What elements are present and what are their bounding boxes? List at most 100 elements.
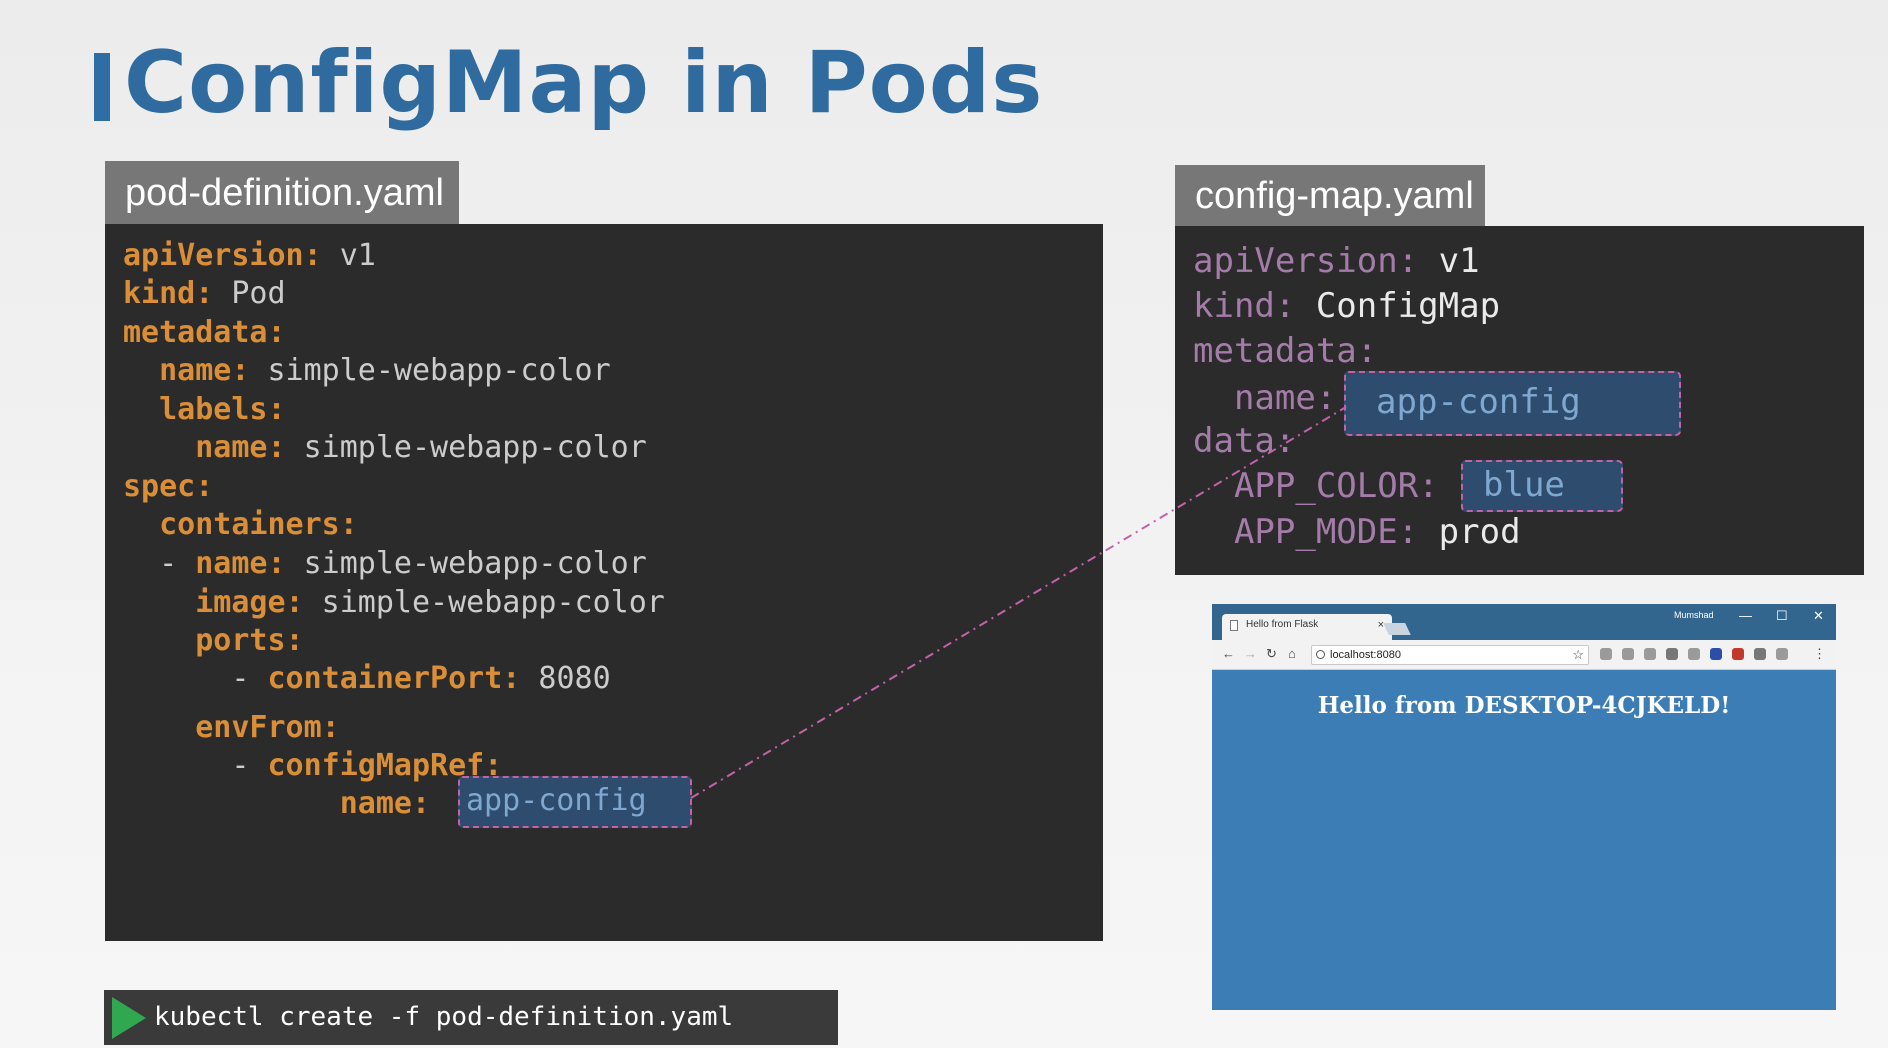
star-icon[interactable]: ☆ xyxy=(1572,647,1584,662)
menu-icon[interactable]: ⋮ xyxy=(1813,646,1826,661)
pocket-icon[interactable] xyxy=(1732,648,1744,660)
code-value: simple-webapp-color xyxy=(285,546,647,581)
code-line: APP_COLOR: xyxy=(1193,464,1439,508)
code-key: ports: xyxy=(195,623,304,658)
code-indent xyxy=(1193,466,1234,506)
browser-user-name[interactable]: Mumshad xyxy=(1674,610,1714,620)
code-line: name: xyxy=(1193,376,1336,420)
code-key: image: xyxy=(195,585,304,620)
square-icon[interactable] xyxy=(1754,648,1766,660)
code-indent: - xyxy=(123,546,196,581)
code-line: image: simple-webapp-color xyxy=(123,584,665,622)
circle-icon[interactable] xyxy=(1622,648,1634,660)
configmap-name-highlight: app-config xyxy=(1344,371,1681,436)
code-key: name: xyxy=(195,430,286,465)
bookmark-icon[interactable] xyxy=(1710,648,1722,660)
config-map-tab: config-map.yaml xyxy=(1175,165,1485,227)
new-tab-button[interactable] xyxy=(1383,623,1411,635)
browser-tab[interactable]: Hello from Flask × xyxy=(1222,614,1392,640)
code-indent xyxy=(123,353,159,388)
info-icon[interactable] xyxy=(1316,650,1325,659)
address-bar[interactable]: localhost:8080 ☆ xyxy=(1311,645,1589,665)
code-value: v1 xyxy=(321,238,376,273)
app-color-highlight: blue xyxy=(1461,460,1623,512)
code-key: APP_MODE: xyxy=(1233,512,1419,552)
code-key: envFrom: xyxy=(195,710,340,745)
tab-close-icon[interactable]: × xyxy=(1377,619,1384,631)
configmap-name-value: app-config xyxy=(1376,382,1581,422)
back-icon[interactable]: ← xyxy=(1222,646,1235,661)
code-indent xyxy=(123,786,340,821)
code-value: prod xyxy=(1418,512,1521,552)
code-indent xyxy=(123,710,195,745)
browser-window: Hello from Flask × Mumshad — ☐ ✕ ← → ↻ ⌂… xyxy=(1212,604,1836,1010)
shield-icon[interactable] xyxy=(1600,648,1612,660)
code-key: metadata: xyxy=(1193,331,1378,371)
config-map-filename: config-map.yaml xyxy=(1195,175,1474,217)
code-line: - name: simple-webapp-color xyxy=(123,545,647,583)
code-line: containers: xyxy=(123,506,358,544)
code-key: name: xyxy=(1233,378,1337,418)
cast-icon[interactable] xyxy=(1776,648,1788,660)
code-line: kind: ConfigMap xyxy=(1193,284,1500,328)
browser-tab-title: Hello from Flask xyxy=(1246,619,1319,630)
code-key: kind: xyxy=(123,276,214,311)
code-indent xyxy=(123,392,159,427)
code-indent xyxy=(123,507,159,542)
title-accent-bar xyxy=(94,53,110,121)
code-line: metadata: xyxy=(123,314,286,352)
play-icon xyxy=(112,997,146,1039)
code-key: spec: xyxy=(123,469,214,504)
pod-definition-filename: pod-definition.yaml xyxy=(125,172,444,214)
browser-toolbar: ← → ↻ ⌂ localhost:8080 ☆ ⋮ xyxy=(1212,640,1836,670)
code-line: apiVersion: v1 xyxy=(1193,239,1480,283)
code-key: containers: xyxy=(159,507,358,542)
code-line: name: xyxy=(123,785,430,823)
code-key: APP_COLOR: xyxy=(1233,466,1439,506)
code-value: simple-webapp-color xyxy=(285,430,647,465)
code-key: kind: xyxy=(1193,286,1296,326)
code-line: name: simple-webapp-color xyxy=(123,429,647,467)
code-key: name: xyxy=(195,546,286,581)
page-heading: Hello from DESKTOP-4CJKELD! xyxy=(1317,692,1731,719)
leaf-icon[interactable] xyxy=(1644,648,1656,660)
camera-icon[interactable] xyxy=(1666,648,1678,660)
code-line: labels: xyxy=(123,391,286,429)
code-value: ConfigMap xyxy=(1295,286,1501,326)
code-indent xyxy=(1193,378,1234,418)
code-indent xyxy=(123,430,195,465)
code-line: envFrom: xyxy=(123,709,340,747)
code-value: Pod xyxy=(213,276,286,311)
code-indent xyxy=(123,623,195,658)
code-indent xyxy=(1193,512,1234,552)
code-line: data: xyxy=(1193,419,1295,463)
gear-icon[interactable] xyxy=(1688,648,1700,660)
home-icon[interactable]: ⌂ xyxy=(1288,646,1296,661)
command-text: kubectl create -f pod-definition.yaml xyxy=(154,1002,734,1032)
command-bar: kubectl create -f pod-definition.yaml xyxy=(104,990,838,1045)
forward-icon[interactable]: → xyxy=(1244,646,1257,661)
address-text: localhost:8080 xyxy=(1330,649,1401,661)
code-value: v1 xyxy=(1418,241,1480,281)
code-key: data: xyxy=(1193,421,1296,461)
app-color-value: blue xyxy=(1483,465,1565,505)
code-key: containerPort: xyxy=(267,661,521,696)
code-key: name: xyxy=(159,353,250,388)
pod-configmap-name-highlight: app-config xyxy=(458,776,692,828)
pod-definition-tab: pod-definition.yaml xyxy=(105,161,459,225)
code-value: simple-webapp-color xyxy=(249,353,611,388)
maximize-icon[interactable]: ☐ xyxy=(1776,608,1788,623)
reload-icon[interactable]: ↻ xyxy=(1266,646,1277,661)
code-key: name: xyxy=(339,786,431,821)
code-line: metadata: xyxy=(1193,329,1377,373)
minimize-icon[interactable]: — xyxy=(1739,608,1752,623)
code-line: - configMapRef: xyxy=(123,747,502,785)
code-key: apiVersion: xyxy=(1193,241,1419,281)
code-key: apiVersion: xyxy=(123,238,322,273)
code-value: simple-webapp-color xyxy=(303,585,665,620)
code-key: labels: xyxy=(159,392,286,427)
close-icon[interactable]: ✕ xyxy=(1813,608,1824,623)
browser-titlebar: Hello from Flask × Mumshad — ☐ ✕ xyxy=(1212,604,1836,640)
